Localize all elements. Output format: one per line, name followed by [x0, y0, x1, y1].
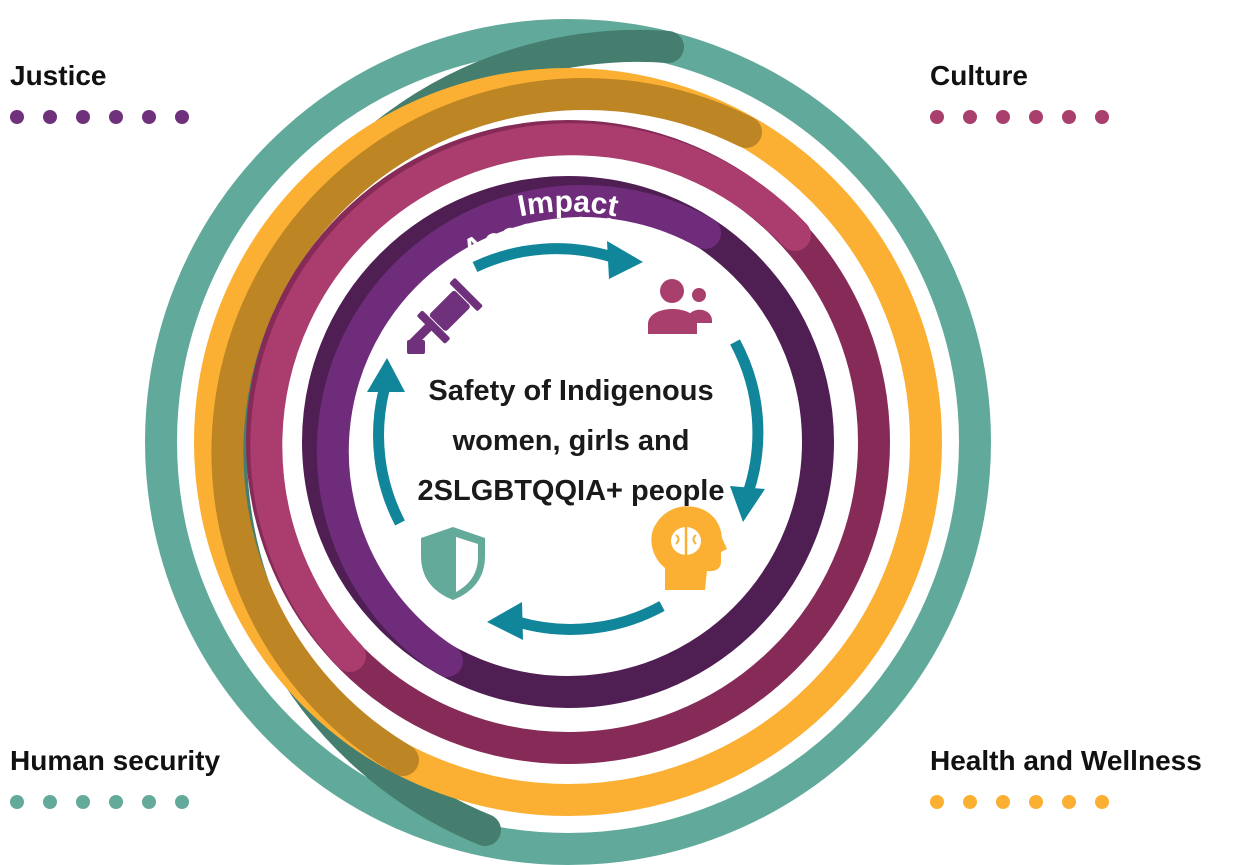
dot: [996, 110, 1010, 124]
dot: [76, 110, 90, 124]
human-security-dots: [10, 795, 220, 809]
center-line-3: 2SLGBTQQIA+ people: [418, 475, 725, 507]
dot: [1029, 795, 1043, 809]
health-label: Health and Wellness: [930, 745, 1202, 776]
gavel-icon: [407, 278, 483, 354]
arrowhead-right: [730, 486, 765, 522]
arrow-bottom: [516, 601, 665, 635]
center-line-2: women, girls and: [452, 425, 690, 457]
dot: [963, 795, 977, 809]
dot: [142, 110, 156, 124]
dot: [1062, 110, 1076, 124]
shield-icon: [421, 527, 485, 600]
dot: [10, 795, 24, 809]
cycle-arrowheads: [367, 241, 765, 640]
arrow-left: [373, 388, 405, 526]
head-brain-icon: [651, 506, 727, 590]
dot: [963, 110, 977, 124]
center-line-1: Safety of Indigenous: [428, 375, 713, 407]
dot: [1095, 795, 1109, 809]
arrow-top: [472, 243, 614, 272]
dot: [76, 795, 90, 809]
cycle-arrows: [373, 243, 764, 635]
dot: [1095, 110, 1109, 124]
dot: [175, 110, 189, 124]
dot: [930, 795, 944, 809]
justice-dots: [10, 110, 189, 124]
accountability-ring: [194, 68, 942, 816]
arrowhead-left: [367, 358, 405, 392]
inclusion-ring: [302, 176, 834, 708]
interconnectedness-ring: [246, 120, 890, 764]
health-legend: Health and Wellness: [930, 745, 1202, 809]
culture-label: Culture: [930, 60, 1028, 91]
dot: [10, 110, 24, 124]
dot: [175, 795, 189, 809]
culture-dots: [930, 110, 1109, 124]
dot: [1029, 110, 1043, 124]
human-security-label: Human security: [10, 745, 221, 776]
dot: [1062, 795, 1076, 809]
dot: [930, 110, 944, 124]
dot: [43, 110, 57, 124]
arrowhead-top: [607, 241, 643, 279]
justice-label: Justice: [10, 60, 107, 91]
impact-ring-label: Impact: [515, 185, 621, 223]
dot: [109, 110, 123, 124]
human-security-legend: Human security: [10, 745, 220, 809]
people-icon: [648, 279, 712, 334]
dot: [996, 795, 1010, 809]
justice-legend: Justice: [10, 60, 189, 124]
arrowhead-bottom: [487, 602, 523, 640]
culture-legend: Culture: [930, 60, 1109, 124]
arrow-right: [730, 339, 764, 495]
dot: [142, 795, 156, 809]
health-dots: [930, 795, 1202, 809]
dot: [109, 795, 123, 809]
dot: [43, 795, 57, 809]
